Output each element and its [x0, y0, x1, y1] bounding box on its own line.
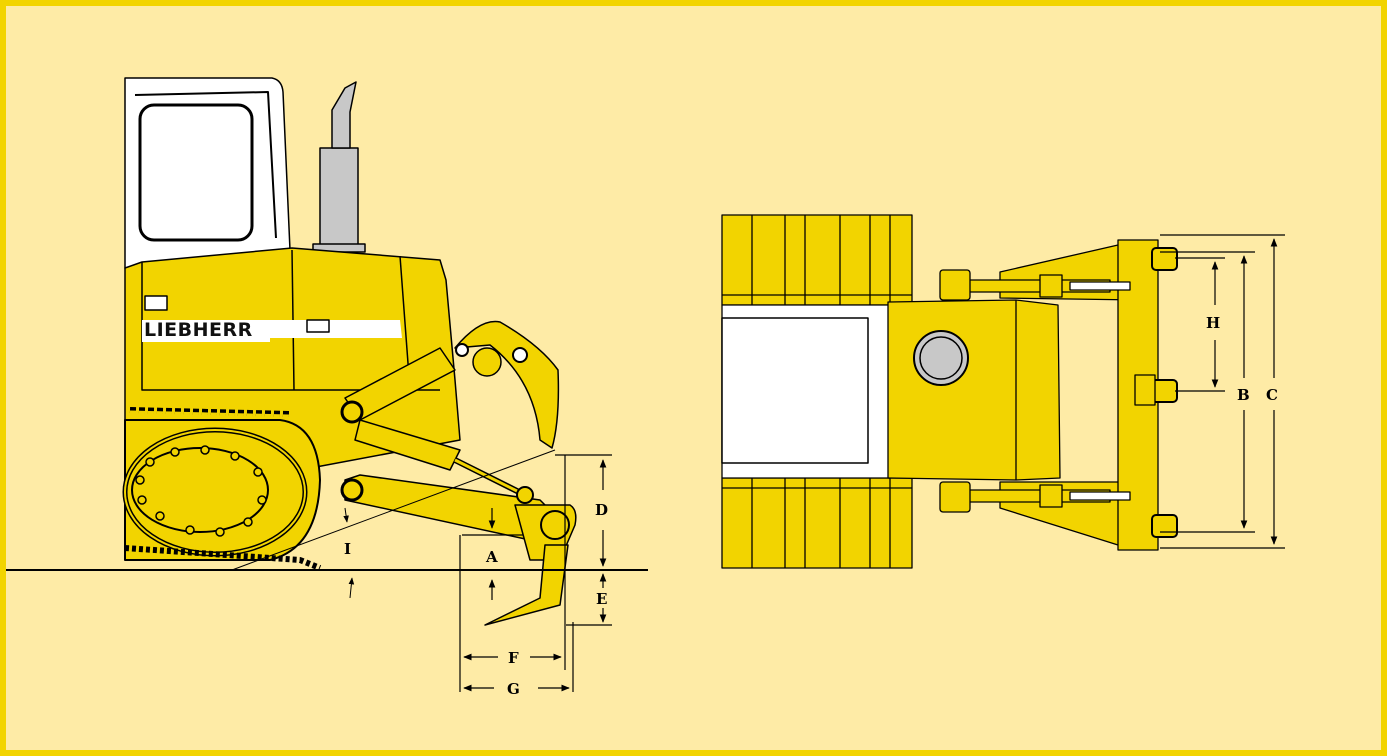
dim-label-c: C	[1266, 386, 1278, 404]
dim-label-g: G	[507, 680, 520, 698]
ripper-cylinder	[354, 419, 461, 471]
exhaust-stack	[319, 147, 359, 249]
dim-label-h: H	[1206, 314, 1220, 332]
top-track-upper	[721, 214, 913, 306]
body-stripe	[270, 320, 402, 338]
top-engine	[887, 299, 1061, 481]
dim-label-d: D	[595, 501, 608, 519]
blade	[454, 320, 560, 449]
top-view	[721, 214, 1178, 569]
dim-label-b: B	[1237, 386, 1250, 404]
brand-logo-text: LIEBHERR	[144, 319, 253, 341]
dim-label-a: A	[485, 548, 498, 566]
dim-label-i: I	[344, 540, 351, 558]
dim-label-e: E	[596, 590, 607, 608]
side-dimension-lines	[459, 454, 612, 692]
ripper-shank	[484, 544, 569, 626]
top-shank-1	[1151, 247, 1178, 271]
cab-window	[138, 103, 254, 242]
dim-label-f: F	[508, 649, 519, 667]
top-dimension-lines	[1160, 234, 1285, 549]
angle-i-indicator	[231, 449, 556, 599]
top-shank-2	[1151, 379, 1178, 403]
top-track-lower	[721, 477, 913, 569]
side-view	[122, 77, 577, 626]
top-shank-3	[1151, 514, 1178, 538]
